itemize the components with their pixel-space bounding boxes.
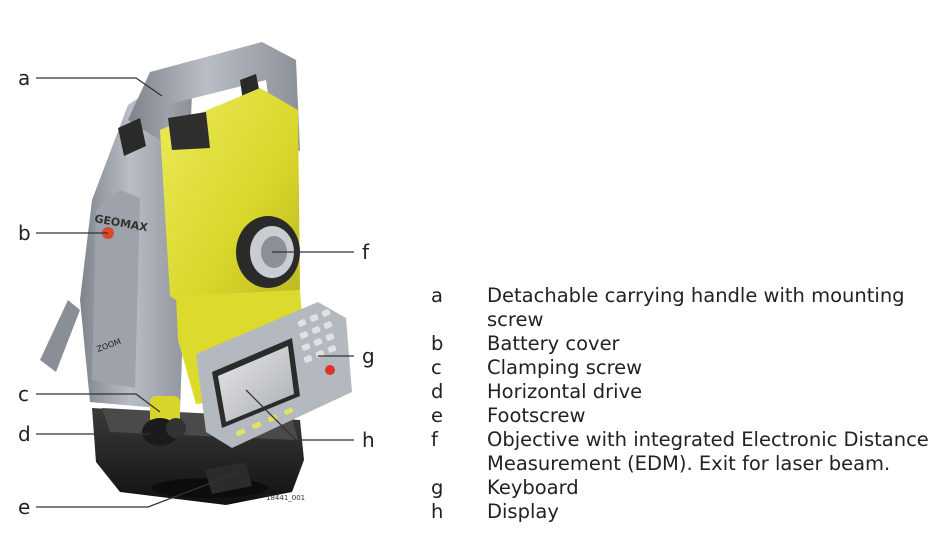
legend-text: Display (487, 500, 559, 523)
leader-e (36, 471, 241, 508)
legend: a Detachable carrying handle with mounti… (431, 284, 946, 524)
function-keys (235, 407, 294, 436)
legend-item-f: f Objective with integrated Electronic D… (431, 428, 946, 476)
callout-b: b (18, 221, 31, 245)
callout-h: h (362, 428, 375, 452)
legend-letter: c (431, 356, 442, 379)
footscrew (205, 462, 252, 494)
legend-text: Objective with integrated Electronic Dis… (487, 428, 929, 475)
leader-a (36, 77, 163, 97)
figure-id: 18441_001 (266, 494, 305, 502)
callout-d: d (18, 422, 31, 446)
legend-letter: d (431, 380, 444, 403)
legend-letter: f (431, 428, 438, 451)
leader-c (36, 393, 161, 413)
keyboard (297, 309, 337, 375)
legend-item-c: c Clamping screw (431, 356, 946, 380)
legend-text: Clamping screw (487, 356, 643, 379)
legend-text: Footscrew (487, 404, 586, 427)
legend-item-e: e Footscrew (431, 404, 946, 428)
callout-a: a (18, 66, 30, 90)
control-panel (196, 302, 352, 448)
legend-text: Horizontal drive (487, 380, 643, 403)
left-standard: GEOMAX ZOOM (80, 78, 192, 410)
callout-c: c (18, 382, 29, 406)
callout-f: f (362, 240, 370, 264)
legend-letter: h (431, 500, 444, 523)
legend-item-h: h Display (431, 500, 946, 524)
legend-text: Detachable carrying handle with mounting… (487, 284, 905, 331)
legend-text: Keyboard (487, 476, 579, 499)
display-screen (218, 346, 294, 422)
horizontal-drive (142, 418, 186, 446)
leader-h (245, 389, 354, 441)
legend-text: Battery cover (487, 332, 620, 355)
legend-letter: g (431, 476, 444, 499)
clamping-screw (150, 396, 180, 424)
legend-item-d: d Horizontal drive (431, 380, 946, 404)
legend-letter: e (431, 404, 443, 427)
legend-item-a: a Detachable carrying handle with mounti… (431, 284, 946, 332)
callout-g: g (362, 344, 375, 368)
callout-e: e (18, 495, 30, 519)
side-panel (40, 300, 80, 372)
legend-item-b: b Battery cover (431, 332, 946, 356)
legend-letter: a (431, 284, 443, 307)
legend-item-g: g Keyboard (431, 476, 946, 500)
legend-letter: b (431, 332, 444, 355)
